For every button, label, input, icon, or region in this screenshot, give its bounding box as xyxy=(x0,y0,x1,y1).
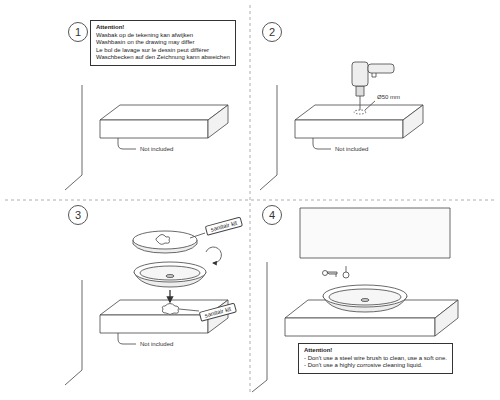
wall-corner xyxy=(65,85,82,190)
down-arrow xyxy=(169,290,170,302)
step-number-text: 2 xyxy=(269,26,275,38)
step-number-text: 3 xyxy=(75,209,81,221)
countertop xyxy=(100,105,228,120)
leader-line xyxy=(179,309,199,311)
note-text: Le bol de lavage sur le dessin peut diff… xyxy=(96,47,230,55)
panel-divider xyxy=(5,5,495,395)
countertop-front xyxy=(295,120,403,138)
note-heading: Attention! xyxy=(96,24,230,32)
note-text: Waschbecken auf den Zeichnung kann abwei… xyxy=(96,54,230,62)
countertop-front xyxy=(100,120,208,138)
step-number: 2 xyxy=(262,22,282,42)
step-number: 1 xyxy=(68,22,88,42)
step-number: 3 xyxy=(68,205,88,225)
not-included-note: Not included xyxy=(334,145,369,153)
washbasin xyxy=(134,262,206,287)
countertop-side xyxy=(435,300,458,336)
note-text: - Don't use a steel wire brush to clean,… xyxy=(304,355,447,363)
leader-line xyxy=(190,233,205,238)
note-heading: Attention! xyxy=(304,347,447,355)
countertop-side xyxy=(403,105,423,138)
leader-line xyxy=(118,333,136,344)
wall-corner xyxy=(65,280,82,385)
step-number-text: 1 xyxy=(75,26,81,38)
note-text: Washbasin on the drawing may differ xyxy=(96,39,230,47)
drill xyxy=(352,62,394,110)
leader-line xyxy=(365,101,375,110)
note-text: - Don't use a highly corrosive cleaning … xyxy=(304,362,447,370)
leader-line xyxy=(313,138,331,149)
attention-box: Attention!Wasbak op de tekening kan afwi… xyxy=(90,20,236,66)
attention-box: Attention!- Don't use a steel wire brush… xyxy=(298,343,453,374)
kit-tag: sanitair kit xyxy=(205,217,243,236)
wall-tap xyxy=(323,271,338,278)
step-number-text: 4 xyxy=(269,209,275,221)
drain-gasket xyxy=(162,304,178,315)
wall-corner xyxy=(260,85,277,190)
tap-handle xyxy=(343,266,349,278)
dimension-label: Ø50 mm xyxy=(376,93,401,101)
drill-hole xyxy=(354,110,366,114)
countertop-front xyxy=(100,315,208,333)
step-number: 4 xyxy=(262,205,282,225)
countertop-side xyxy=(208,105,228,138)
drain-cover xyxy=(133,231,197,253)
tag-text: sanitair kit xyxy=(210,220,238,233)
washbasin xyxy=(323,285,407,312)
countertop xyxy=(295,105,423,120)
mirror xyxy=(300,208,450,258)
note-text: Wasbak op de tekening kan afwijken xyxy=(96,32,230,40)
wall-corner xyxy=(252,262,267,392)
countertop-front xyxy=(285,318,435,336)
rotate-arrow xyxy=(206,247,221,263)
not-included-note: Not included xyxy=(139,145,174,153)
not-included-note: Not included xyxy=(139,340,174,348)
leader-line xyxy=(118,138,136,149)
